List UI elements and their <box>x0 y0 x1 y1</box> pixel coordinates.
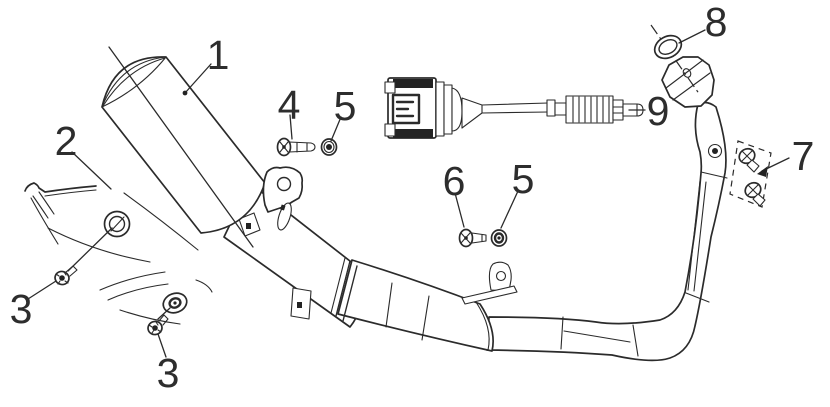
bolt-4 <box>276 137 316 157</box>
header-pipe <box>486 56 728 362</box>
clamp-ring <box>335 260 351 317</box>
pipe-weld-seam <box>685 292 710 303</box>
leader-dot <box>182 90 188 96</box>
callout-3: 3 <box>10 286 33 332</box>
sensor-threads <box>565 95 614 124</box>
clamp-ring <box>342 265 358 322</box>
alignment-axis <box>650 24 701 96</box>
midpipe-bracket <box>488 261 512 292</box>
callout-7: 7 <box>792 133 815 179</box>
callout-3: 3 <box>157 350 180 396</box>
flange-hole <box>682 68 692 78</box>
pipe-weld-seam <box>632 324 639 357</box>
callout-2: 2 <box>55 118 78 164</box>
bracket-plate-hole <box>276 176 292 192</box>
screw-group-outline <box>729 140 772 208</box>
callout-5: 5 <box>512 156 535 202</box>
pipe-weld-seam <box>700 171 728 179</box>
callout-9: 9 <box>647 88 670 134</box>
callout-1: 1 <box>207 32 230 78</box>
bracket-hole <box>495 270 507 282</box>
sensor-hex <box>612 99 624 121</box>
bolt-3-rear <box>147 314 169 336</box>
pipe-weld-seam <box>560 316 564 350</box>
pipe-inlet-flange <box>661 56 715 108</box>
mid-pipe <box>290 257 518 352</box>
callout-leader-lines <box>27 29 790 358</box>
clamp-ring <box>330 257 346 314</box>
midpipe-seam <box>421 295 430 341</box>
callout-5: 5 <box>334 83 357 129</box>
muffler-silencer <box>101 56 304 237</box>
bolt-3-front <box>54 265 78 286</box>
nut-5-upper <box>320 138 338 156</box>
muffler-bracket-plate <box>262 166 304 213</box>
oxygen-sensor <box>384 77 644 139</box>
bolt-6 <box>458 228 487 248</box>
sensor-boot <box>461 97 483 129</box>
sensor-cable <box>481 102 549 106</box>
screws-7 <box>729 140 772 208</box>
midpipe-seam <box>385 282 393 328</box>
bracket-slot <box>277 202 292 231</box>
callout-6: 6 <box>443 158 466 204</box>
gasket-ring <box>650 24 701 96</box>
leader-arrowhead <box>757 166 768 177</box>
heat-shield <box>24 182 213 325</box>
callout-4: 4 <box>278 82 301 128</box>
callout-8: 8 <box>705 0 728 45</box>
connector-terminal <box>391 93 421 125</box>
nut-5-lower <box>490 229 508 247</box>
